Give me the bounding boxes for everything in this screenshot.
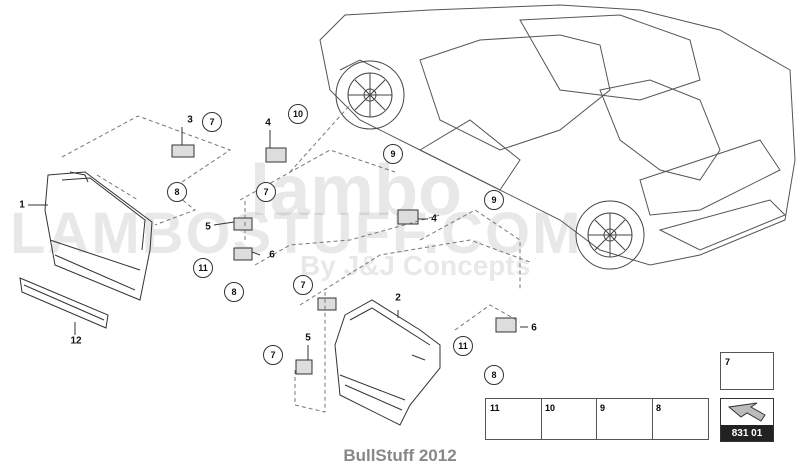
hinge-brackets (171, 144, 517, 375)
circle-callout-9: 9 (383, 144, 403, 164)
fastener-legend: 11 10 9 8 (485, 398, 709, 440)
callout-leaders (28, 127, 528, 360)
rear-wheel (575, 200, 645, 270)
arrow-icon (727, 402, 766, 422)
vehicle-body (319, 4, 796, 266)
circle-callout-7: 7 (256, 182, 276, 202)
callout-3: 3 (187, 114, 193, 126)
leader-lines (61, 104, 531, 413)
diagram-reference-box: 831 01 (720, 398, 774, 442)
legend-item-7: 7 (720, 352, 774, 390)
diagram-reference-code: 831 01 (721, 425, 773, 441)
front-door-part (44, 171, 153, 301)
callout-4: 4 (265, 117, 271, 129)
circle-callout-10: 10 (288, 104, 308, 124)
circle-callout-7: 7 (293, 275, 313, 295)
legend-label-9: 9 (600, 403, 606, 413)
legend-label-11: 11 (490, 403, 500, 413)
circle-callout-9: 9 (484, 190, 504, 210)
circle-callout-11: 11 (453, 336, 473, 356)
legend-label-10: 10 (545, 403, 556, 413)
watermark-lambo: lambo (250, 151, 463, 231)
callout-6: 6 (531, 322, 537, 334)
watermark-lambostuff: LAMBOSTUFF.COM (10, 201, 583, 266)
circle-callout-8: 8 (224, 282, 244, 302)
front-wheel (335, 60, 405, 130)
callout-5: 5 (205, 221, 211, 233)
callout-12: 12 (70, 335, 82, 347)
callout-1: 1 (19, 199, 25, 211)
rear-door-part (334, 299, 441, 426)
sill-trim-part (19, 277, 109, 329)
callout-2: 2 (395, 292, 401, 304)
circle-callout-7: 7 (263, 345, 283, 365)
callout-4: 4 (431, 213, 437, 225)
footer-caption: BullStuff 2012 (343, 446, 457, 465)
legend-item-8: 8 (652, 399, 708, 439)
legend-item-10: 10 (541, 399, 597, 439)
legend-item-9: 9 (596, 399, 653, 439)
circle-callout-11: 11 (193, 258, 213, 278)
circle-callout-7: 7 (202, 112, 222, 132)
callout-6: 6 (269, 249, 275, 261)
watermark-byline: By J&J Concepts (300, 250, 531, 281)
circle-callout-8: 8 (484, 365, 504, 385)
legend-item-11: 11 (486, 399, 542, 439)
circle-callout-8: 8 (167, 182, 187, 202)
legend-label-7: 7 (725, 357, 731, 367)
callout-5: 5 (305, 332, 311, 344)
legend-label-8: 8 (656, 403, 662, 413)
